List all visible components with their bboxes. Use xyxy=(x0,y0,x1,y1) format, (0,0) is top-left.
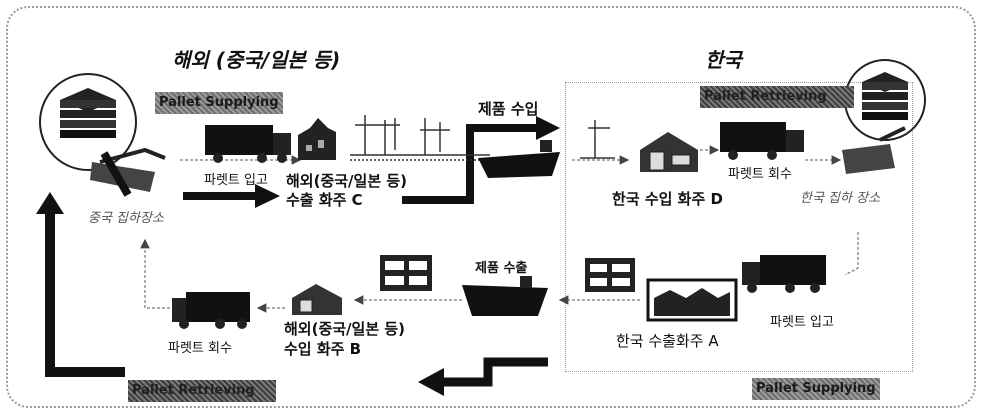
port-cranes-icon xyxy=(350,115,490,161)
flow-depot-down xyxy=(844,232,859,276)
big-arrow-left-up xyxy=(36,192,125,377)
korea-region-box xyxy=(565,82,913,372)
pallet-stack-icon xyxy=(39,73,137,171)
truck-icon xyxy=(205,125,291,163)
label-importer-b-line2: 수입 화주 B xyxy=(284,340,362,358)
cargo-ship-icon xyxy=(478,140,560,178)
banner-pallet-retrieving-top: Pallet Retrieving xyxy=(700,86,854,108)
truck-return-overseas-icon xyxy=(172,292,250,329)
label-pallet-in-korea: 파렛트 입고 xyxy=(770,315,834,330)
label-pallet-in-overseas: 파렛트 입고 xyxy=(204,173,268,188)
banner-pallet-retrieving-bottom: Pallet Retrieving xyxy=(128,380,276,402)
truck-supply-icon xyxy=(742,255,826,293)
big-arrow-top-right xyxy=(183,184,280,208)
importer-building-icon xyxy=(292,284,342,315)
flow-truck-to-china-depot xyxy=(140,238,170,309)
label-importer-b-line1: 해외(중국/일본 등) xyxy=(284,320,406,338)
truck-return-icon xyxy=(720,122,804,160)
rack-icon xyxy=(585,258,635,292)
korea-region-title: 한국 xyxy=(705,48,742,72)
label-pallet-return-korea: 파렛트 회수 xyxy=(728,167,792,182)
label-korea-depot: 한국 집하 장소 xyxy=(800,191,881,206)
big-arrow-bottom-left xyxy=(418,357,548,396)
label-exporter-c-line1: 해외(중국/일본 등) xyxy=(286,172,408,190)
banner-pallet-supplying-bottom: Pallet Supplying xyxy=(752,378,880,400)
banner-pallet-supplying-top: Pallet Supplying xyxy=(155,92,283,114)
outer-frame xyxy=(6,6,976,408)
label-importer-d: 한국 수입 화주 D xyxy=(612,190,723,208)
label-exporter-a: 한국 수출화주 A xyxy=(616,332,719,350)
factory-icon xyxy=(298,118,336,160)
label-product-export: 제품 수출 xyxy=(475,261,528,276)
big-arrow-import-up xyxy=(402,116,560,204)
label-china-depot: 중국 집하장소 xyxy=(88,211,164,226)
label-product-import: 제품 수입 xyxy=(478,100,539,118)
label-pallet-return-overseas: 파렛트 회수 xyxy=(168,341,232,356)
overseas-region-title: 해외 (중국/일본 등) xyxy=(172,48,341,72)
pallet-stack-korea-icon xyxy=(844,59,926,141)
cargo-ship-export-icon xyxy=(462,276,548,316)
exporter-building-icon xyxy=(646,278,738,322)
rack-overseas-icon xyxy=(380,255,432,291)
port-crane-korea-icon xyxy=(580,120,615,159)
pallet-jack-icon xyxy=(90,147,166,197)
pallet-jack-korea-icon xyxy=(842,126,906,174)
warehouse-icon xyxy=(640,132,698,172)
label-exporter-c-line2: 수출 화주 C xyxy=(286,191,363,209)
